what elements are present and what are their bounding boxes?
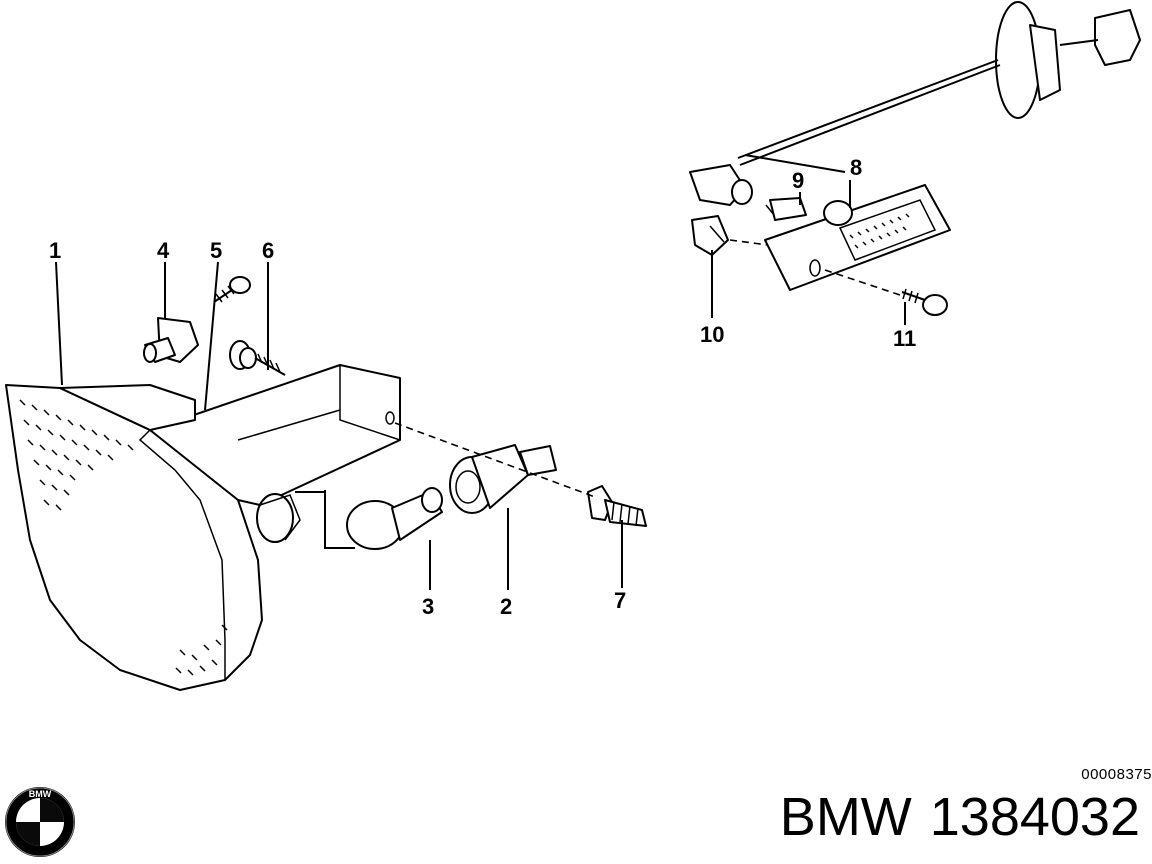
clip-part-10 bbox=[691, 215, 729, 256]
screw-part-6 bbox=[229, 340, 286, 376]
lens-texture bbox=[19, 399, 228, 676]
logo-lettering: BMW bbox=[29, 789, 52, 799]
callout-6: 6 bbox=[262, 238, 274, 263]
bulb-part-3 bbox=[346, 487, 443, 550]
callout-8: 8 bbox=[850, 155, 862, 180]
part-number: 1384032 bbox=[929, 787, 1140, 847]
callout-1: 1 bbox=[49, 238, 61, 263]
side-marker-part-8 bbox=[689, 1, 1141, 291]
callout-2: 2 bbox=[500, 594, 512, 619]
callout-9: 9 bbox=[792, 168, 804, 193]
bulb-holder-part-2 bbox=[449, 444, 557, 514]
callout-4: 4 bbox=[157, 238, 170, 263]
screw-part-7 bbox=[587, 485, 647, 527]
callout-10: 10 bbox=[700, 322, 724, 347]
clip-part-4 bbox=[143, 317, 199, 363]
bmw-logo: BMW bbox=[5, 787, 75, 857]
screw-part-11 bbox=[901, 288, 948, 316]
leader-lines bbox=[55, 154, 906, 590]
callout-5: 5 bbox=[210, 238, 222, 263]
assembly-dashed-lines bbox=[394, 239, 901, 498]
marker-texture bbox=[849, 213, 910, 249]
brand-name: BMW bbox=[779, 787, 912, 847]
callout-7: 7 bbox=[614, 588, 626, 613]
callout-11: 11 bbox=[893, 326, 916, 351]
screw-part-5 bbox=[213, 276, 251, 303]
reference-code: 00008375 bbox=[1081, 766, 1152, 783]
callout-3: 3 bbox=[422, 594, 434, 619]
turn-signal-lens bbox=[5, 364, 401, 691]
callout-labels: 1 4 5 6 3 2 7 8 9 10 11 bbox=[49, 155, 916, 619]
part-title: BMW 1384032 bbox=[780, 790, 1140, 844]
